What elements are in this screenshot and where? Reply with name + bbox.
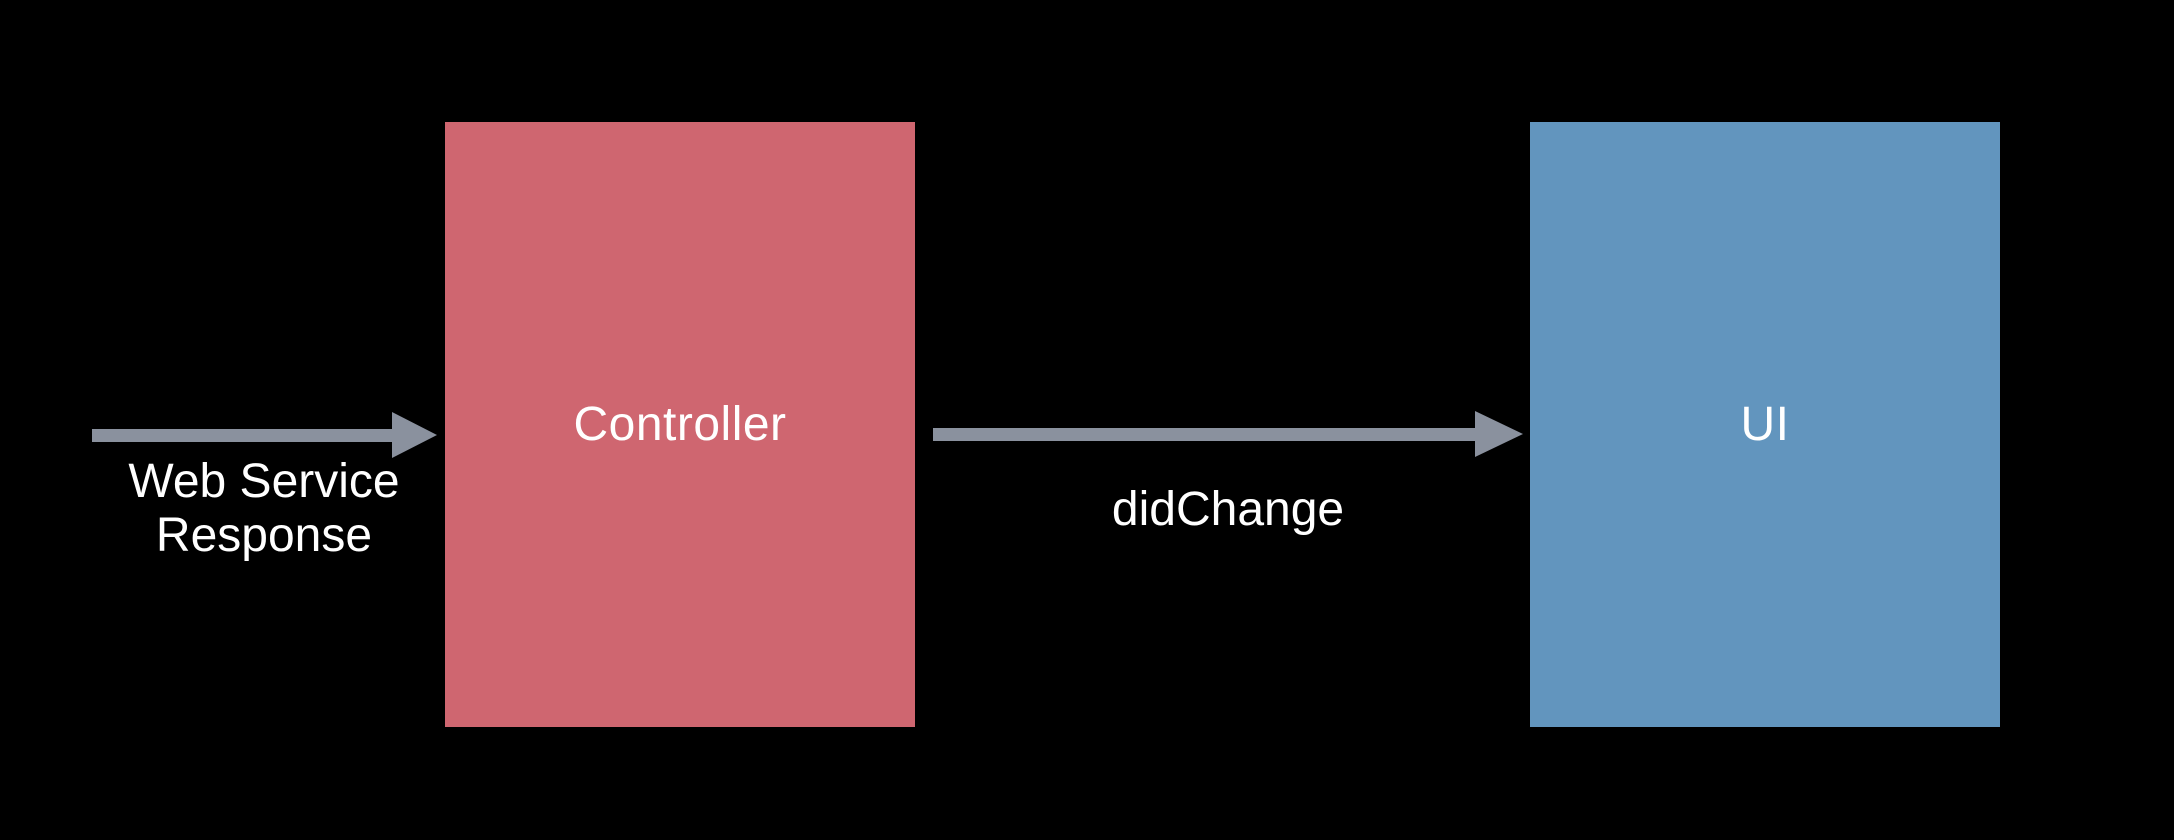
node-ui-label: UI	[1740, 398, 1790, 451]
arrow-did-change-shaft	[933, 428, 1476, 441]
arrow-label-web-service-response: Web Service Response	[128, 455, 400, 562]
arrow-web-service-response-shaft	[92, 429, 393, 442]
arrow-web-service-response-head-icon	[392, 412, 437, 458]
arrow-label-did-change: didChange	[1111, 483, 1345, 536]
node-controller-label: Controller	[573, 398, 787, 451]
node-ui: UI	[1530, 122, 2000, 727]
node-controller: Controller	[445, 122, 915, 727]
arrow-did-change-head-icon	[1475, 411, 1523, 457]
